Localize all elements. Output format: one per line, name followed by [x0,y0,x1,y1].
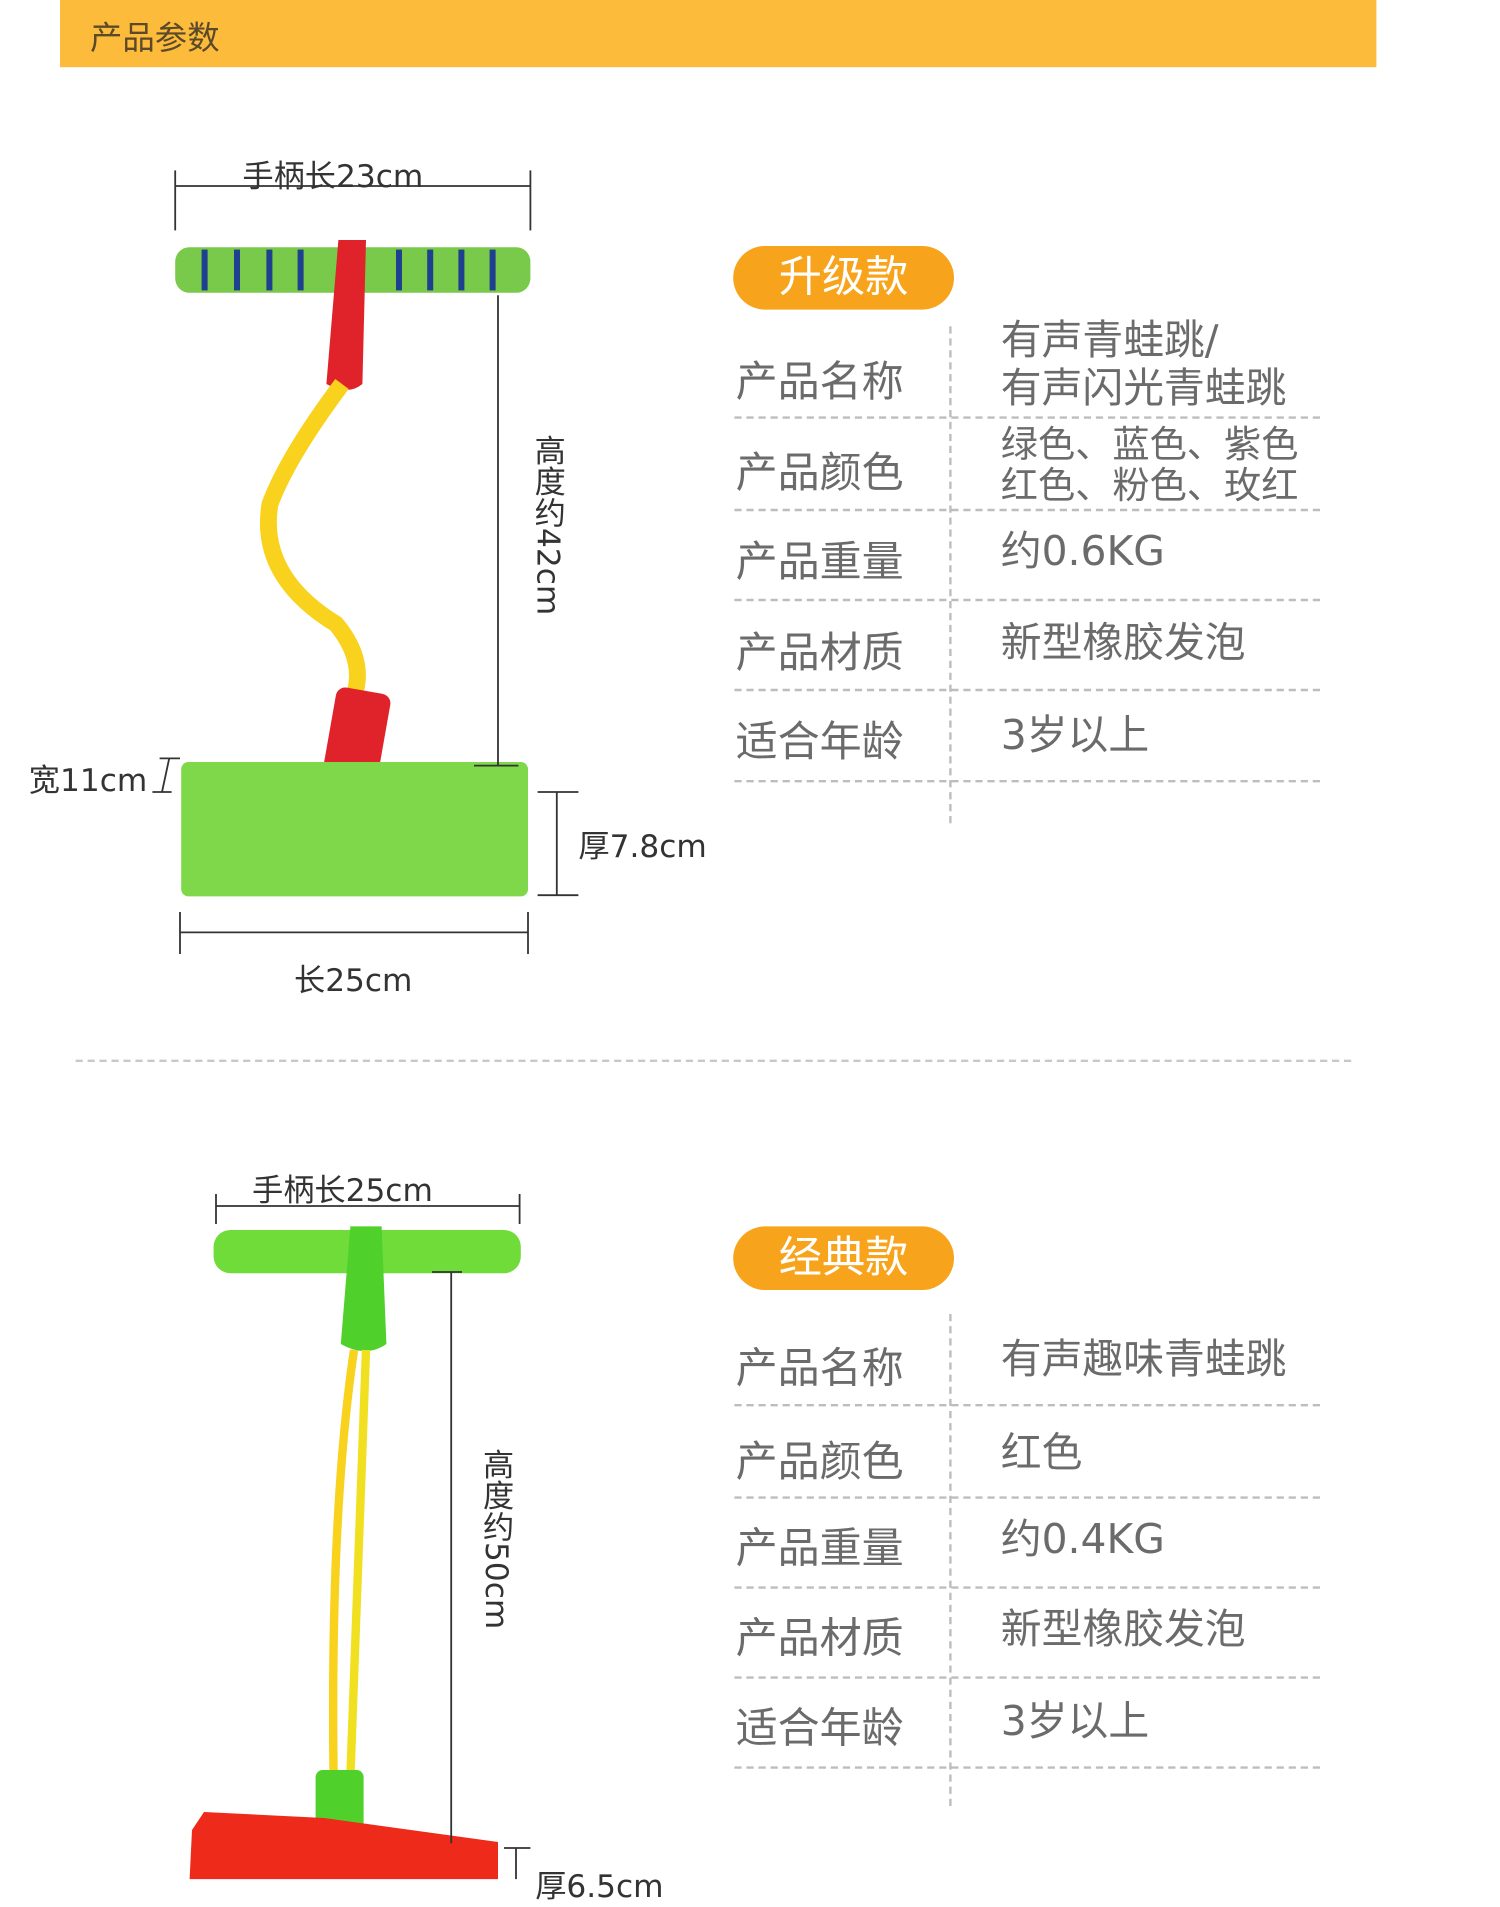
classic-badge: 经典款 [733,1226,955,1290]
row-label: 产品名称 [735,1345,904,1394]
length-label: 长25cm [294,963,413,1000]
row-value: 有声趣味青蛙跳 [1000,1335,1287,1384]
row-separator [734,1496,1320,1499]
handle-length-label: 手柄长23cm [242,159,424,196]
thickness-label: 厚7.8cm [578,829,707,866]
row-value: 绿色、蓝色、紫色 [1000,423,1299,467]
row-label: 产品颜色 [735,450,904,499]
row-value: 红色、粉色、玫红 [1000,464,1299,508]
table-divider [949,326,952,824]
row-separator [734,1676,1320,1679]
row-label: 适合年龄 [735,1705,904,1754]
row-value: 约0.6KG [1000,528,1165,576]
table-divider [949,1314,952,1807]
row-label: 产品颜色 [735,1438,904,1487]
row-separator [734,1766,1320,1769]
thickness-label: 厚6.5cm [535,1869,664,1906]
row-label: 适合年龄 [735,718,904,767]
row-label: 产品材质 [735,1615,904,1664]
row-separator [734,598,1320,602]
section-divider [75,1059,1352,1062]
row-separator [734,1404,1320,1407]
width-label: 宽11cm [28,763,148,800]
row-label: 产品材质 [735,630,904,678]
row-separator [734,780,1320,783]
upgraded-badge: 升级款 [733,246,955,310]
upgraded-pogo-illustration [152,170,579,955]
row-separator [734,416,1320,419]
row-value: 3岁以上 [1000,1698,1150,1747]
row-value: 新型橡胶发泡 [1000,619,1246,668]
row-value: 约0.4KG [1000,1515,1165,1564]
section-header: 产品参数 [60,0,1377,68]
row-value: 3岁以上 [1000,711,1150,760]
row-value: 红色 [1000,1429,1083,1478]
row-separator [734,508,1320,512]
row-value: 有声闪光青蛙跳 [1000,364,1287,413]
handle-length-label: 手柄长25cm [252,1173,433,1210]
row-label: 产品重量 [735,538,904,587]
row-separator [734,688,1320,692]
height-label: 高度约50cm [477,1448,514,1630]
row-separator [734,1586,1320,1589]
row-value: 新型橡胶发泡 [1000,1605,1246,1654]
section-title: 产品参数 [90,20,220,58]
row-label: 产品重量 [735,1525,904,1574]
classic-pogo-illustration [189,1194,531,1880]
row-label: 产品名称 [735,358,904,407]
row-value: 有声青蛙跳/ [1000,316,1219,365]
height-label: 高度约42cm [529,434,566,616]
